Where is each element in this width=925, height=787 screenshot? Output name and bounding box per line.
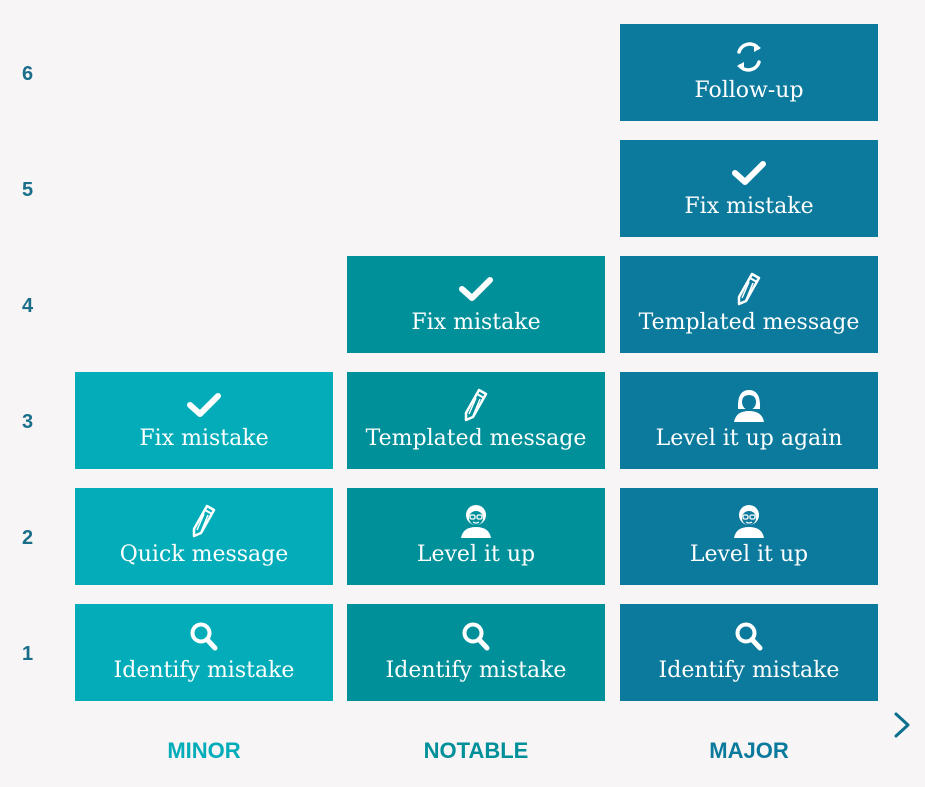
minor-step-identify-mistake: Identify mistake [75,604,333,701]
level-label-1: 1 [22,643,34,665]
step-label: Identify mistake [658,658,840,683]
notable-step-identify-mistake: Identify mistake [347,604,605,701]
step-label: Identify mistake [385,658,567,683]
major-step-follow-up: Follow-up [620,24,878,121]
refresh-icon [730,38,768,76]
major-step-level-it-up: Level it up [620,488,878,585]
major-step-level-it-up-again: Level it up again [620,372,878,469]
step-label: Identify mistake [113,658,295,683]
step-label: Level it up [416,542,536,567]
manager-icon [731,386,767,424]
step-label: Templated message [638,310,860,335]
minor-step-fix-mistake: Fix mistake [75,372,333,469]
notable-step-templated-message: Templated message [347,372,605,469]
step-label: Level it up again [655,426,843,451]
column-title-major: MAJOR [709,738,789,763]
column-title-minor: MINOR [167,738,241,763]
step-label: Level it up [689,542,809,567]
search-icon [461,618,491,656]
step-label: Templated message [365,426,587,451]
severity-axis-arrow [20,712,910,738]
search-icon [734,618,764,656]
pencil-icon [191,502,217,540]
level-label-4: 4 [22,295,34,317]
step-label: Quick message [119,542,289,567]
person-icon [731,502,767,540]
pencil-icon [736,270,762,308]
checkmark-icon [186,386,222,424]
column-title-notable: NOTABLE [423,738,529,763]
level-label-2: 2 [22,527,34,549]
step-label: Fix mistake [139,426,269,451]
level-label-3: 3 [22,411,34,433]
major-step-fix-mistake: Fix mistake [620,140,878,237]
checkmark-icon [458,270,494,308]
person-icon [458,502,494,540]
minor-step-quick-message: Quick message [75,488,333,585]
step-label: Fix mistake [411,310,541,335]
notable-step-fix-mistake: Fix mistake [347,256,605,353]
major-step-templated-message: Templated message [620,256,878,353]
notable-step-level-it-up: Level it up [347,488,605,585]
major-step-identify-mistake: Identify mistake [620,604,878,701]
step-label: Follow-up [694,78,804,103]
search-icon [189,618,219,656]
step-label: Fix mistake [684,194,814,219]
pencil-icon [463,386,489,424]
level-label-6: 6 [22,63,34,85]
checkmark-icon [731,154,767,192]
level-label-5: 5 [22,179,34,201]
